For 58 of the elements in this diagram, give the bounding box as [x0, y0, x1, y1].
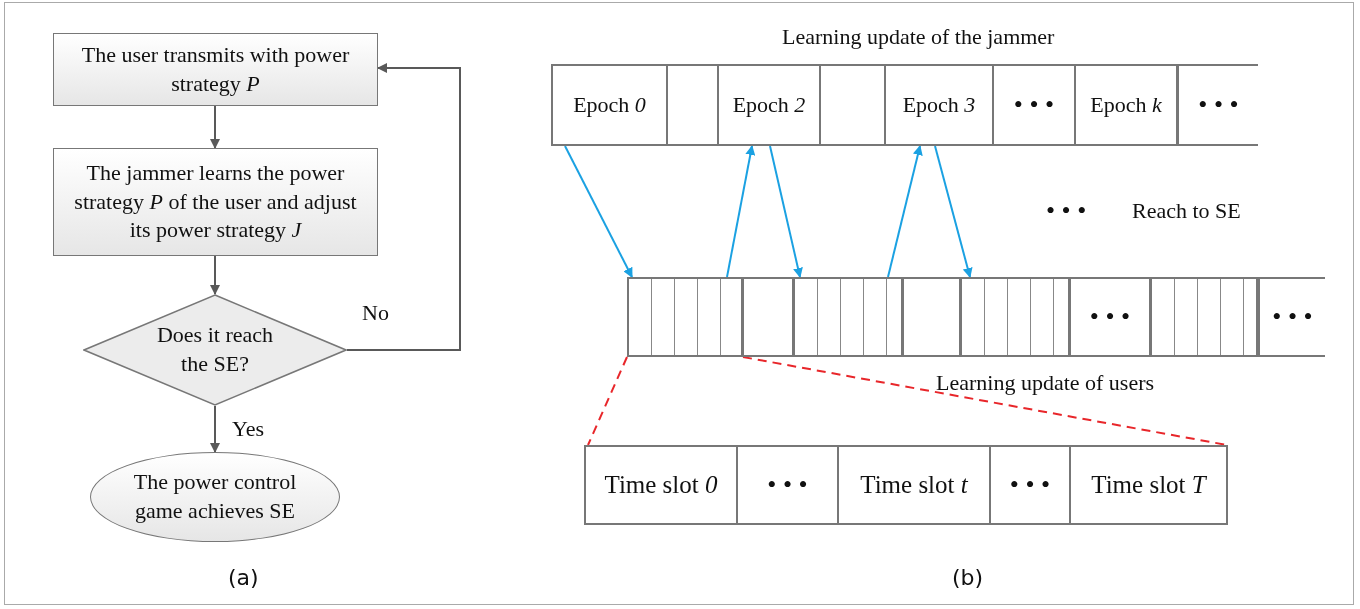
timeline-cell	[1074, 64, 1178, 146]
timeline-cell	[1069, 277, 1151, 357]
node-text: Time slot T	[1091, 471, 1206, 499]
timeline-cell	[666, 64, 719, 146]
arrow	[934, 145, 973, 278]
timeline-cell	[736, 445, 839, 525]
node-text: Epoch 0	[573, 92, 646, 118]
node-text: Epoch 2	[732, 92, 806, 118]
slot-group-cell	[960, 277, 1070, 357]
caption-text: Reach to SE	[1132, 198, 1241, 224]
arrow	[346, 63, 461, 351]
panel-label: (b)	[952, 565, 984, 590]
caption-text: Learning update of users	[936, 370, 1155, 396]
arrow	[210, 405, 220, 453]
timeline-cell	[989, 445, 1071, 525]
node-text: Epoch k	[1090, 92, 1162, 118]
arrow	[564, 145, 633, 278]
timeline-cell	[1258, 277, 1325, 357]
node-text: • • •	[1198, 90, 1239, 120]
slot-group-cell	[793, 277, 903, 357]
zoom-line	[587, 356, 628, 446]
timeline-cell	[1177, 64, 1258, 146]
timeline-cell	[717, 64, 821, 146]
node-text: • • •	[1089, 302, 1131, 332]
node-text: The jammer learns the power strategy P of the user and adjust its power strategy J	[73, 159, 358, 245]
timeline-cell	[551, 64, 668, 146]
arrow	[769, 145, 803, 278]
slot-group-cell	[627, 277, 743, 357]
ellipsis-mark: • • •	[1046, 196, 1087, 226]
node-text: Does it reach the SE?	[155, 321, 275, 378]
time-slot-bar	[585, 445, 1227, 525]
node-text: • • •	[1272, 302, 1313, 332]
caption-text: Learning update of the jammer	[782, 24, 1055, 50]
decision-diamond	[83, 294, 347, 406]
timeline-cell	[819, 64, 886, 146]
arrow	[210, 255, 220, 295]
slot-group-cell	[1150, 277, 1258, 357]
timeline-cell	[584, 445, 738, 525]
process-box	[53, 33, 378, 106]
arrow	[726, 145, 756, 278]
node-text: Epoch 3	[902, 92, 976, 118]
node-text: The power control game achieves SE	[132, 468, 298, 525]
node-text: • • •	[1013, 90, 1055, 120]
node-text: The user transmits with power strategy P	[80, 40, 351, 98]
arrow	[210, 105, 220, 149]
timeline-cell	[992, 64, 1076, 146]
process-box	[53, 148, 378, 256]
panel-label: (a)	[228, 565, 259, 590]
arrow	[887, 145, 923, 278]
node-text: • • •	[767, 470, 808, 500]
node-text: Time slot 0	[604, 471, 718, 499]
timeline-cell	[742, 277, 794, 357]
timeline-cell	[837, 445, 991, 525]
node-text: Time slot t	[860, 471, 968, 499]
node-text: • • •	[1009, 470, 1051, 500]
timeline-cell	[1069, 445, 1228, 525]
timeline-cell	[902, 277, 961, 357]
timeline-cell	[884, 64, 994, 146]
